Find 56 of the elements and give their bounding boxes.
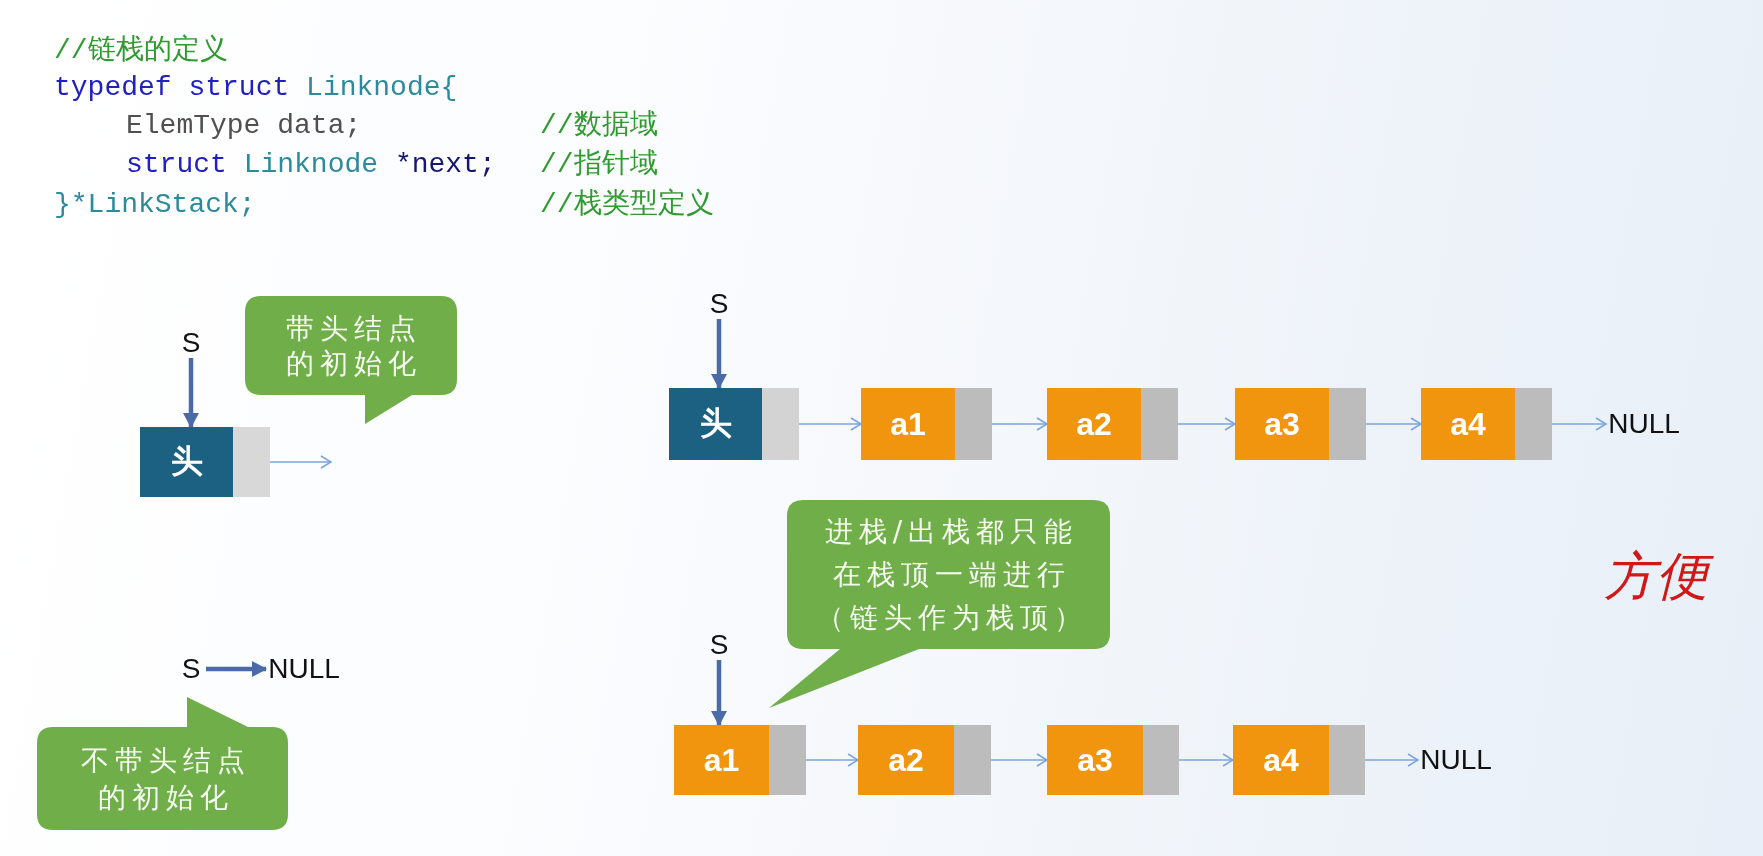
list-node bbox=[140, 427, 270, 497]
arrow bbox=[1178, 753, 1234, 767]
arrow bbox=[1364, 753, 1419, 767]
arrow bbox=[1551, 417, 1607, 431]
code-comment: //指针域 bbox=[540, 148, 658, 182]
arrow bbox=[206, 661, 267, 677]
arrow bbox=[990, 753, 1048, 767]
arrow bbox=[991, 417, 1048, 431]
list-node bbox=[1421, 388, 1552, 460]
pointer-label: S bbox=[176, 328, 206, 358]
code-line: ElemType data; bbox=[126, 109, 362, 143]
data-field: a2 bbox=[858, 725, 954, 795]
callout-text: 带头结点的初始化 bbox=[285, 310, 423, 381]
pointer-label: S bbox=[704, 630, 734, 660]
data-field: 头 bbox=[140, 427, 233, 497]
data-field: a4 bbox=[1233, 725, 1329, 795]
list-node bbox=[674, 725, 806, 795]
null-label: NULL bbox=[266, 654, 342, 684]
code-comment: //数据域 bbox=[540, 109, 658, 143]
arrow bbox=[183, 358, 199, 428]
code-line: struct Linknode *next; bbox=[126, 148, 496, 182]
arrow bbox=[805, 753, 859, 767]
code-line: typedef struct Linknode{ bbox=[54, 71, 458, 105]
data-field: a1 bbox=[674, 725, 769, 795]
pointer-label: S bbox=[704, 289, 734, 319]
callout-text: 进栈/出栈都只能在栈顶一端进行（链头作为栈顶） bbox=[814, 514, 1089, 636]
list-node bbox=[1233, 725, 1365, 795]
speech-bubble bbox=[37, 697, 288, 830]
arrow bbox=[1365, 417, 1422, 431]
list-node bbox=[861, 388, 992, 460]
handwritten-note: 方便 bbox=[1598, 540, 1722, 612]
speech-bubble bbox=[245, 296, 457, 424]
data-field: a1 bbox=[861, 388, 955, 460]
null-label: NULL bbox=[1418, 745, 1494, 775]
arrow bbox=[269, 455, 332, 469]
list-node bbox=[1047, 388, 1178, 460]
list-node bbox=[669, 388, 799, 460]
pointer-label: S bbox=[176, 654, 206, 684]
list-node bbox=[1235, 388, 1366, 460]
data-field: a3 bbox=[1235, 388, 1329, 460]
arrow bbox=[711, 660, 727, 726]
code-comment: //链栈的定义 bbox=[54, 34, 228, 68]
code-comment: //栈类型定义 bbox=[540, 188, 714, 222]
arrow bbox=[798, 417, 862, 431]
list-node bbox=[858, 725, 991, 795]
data-field: a2 bbox=[1047, 388, 1141, 460]
callout-text: 不带头结点的初始化 bbox=[79, 742, 252, 816]
data-field: a4 bbox=[1421, 388, 1515, 460]
arrow bbox=[711, 319, 727, 389]
data-field: 头 bbox=[669, 388, 762, 460]
list-node bbox=[1047, 725, 1179, 795]
data-field: a3 bbox=[1047, 725, 1143, 795]
null-label: NULL bbox=[1606, 409, 1682, 439]
code-line: }*LinkStack; bbox=[54, 188, 256, 222]
speech-bubble bbox=[769, 500, 1110, 708]
arrow bbox=[1177, 417, 1236, 431]
